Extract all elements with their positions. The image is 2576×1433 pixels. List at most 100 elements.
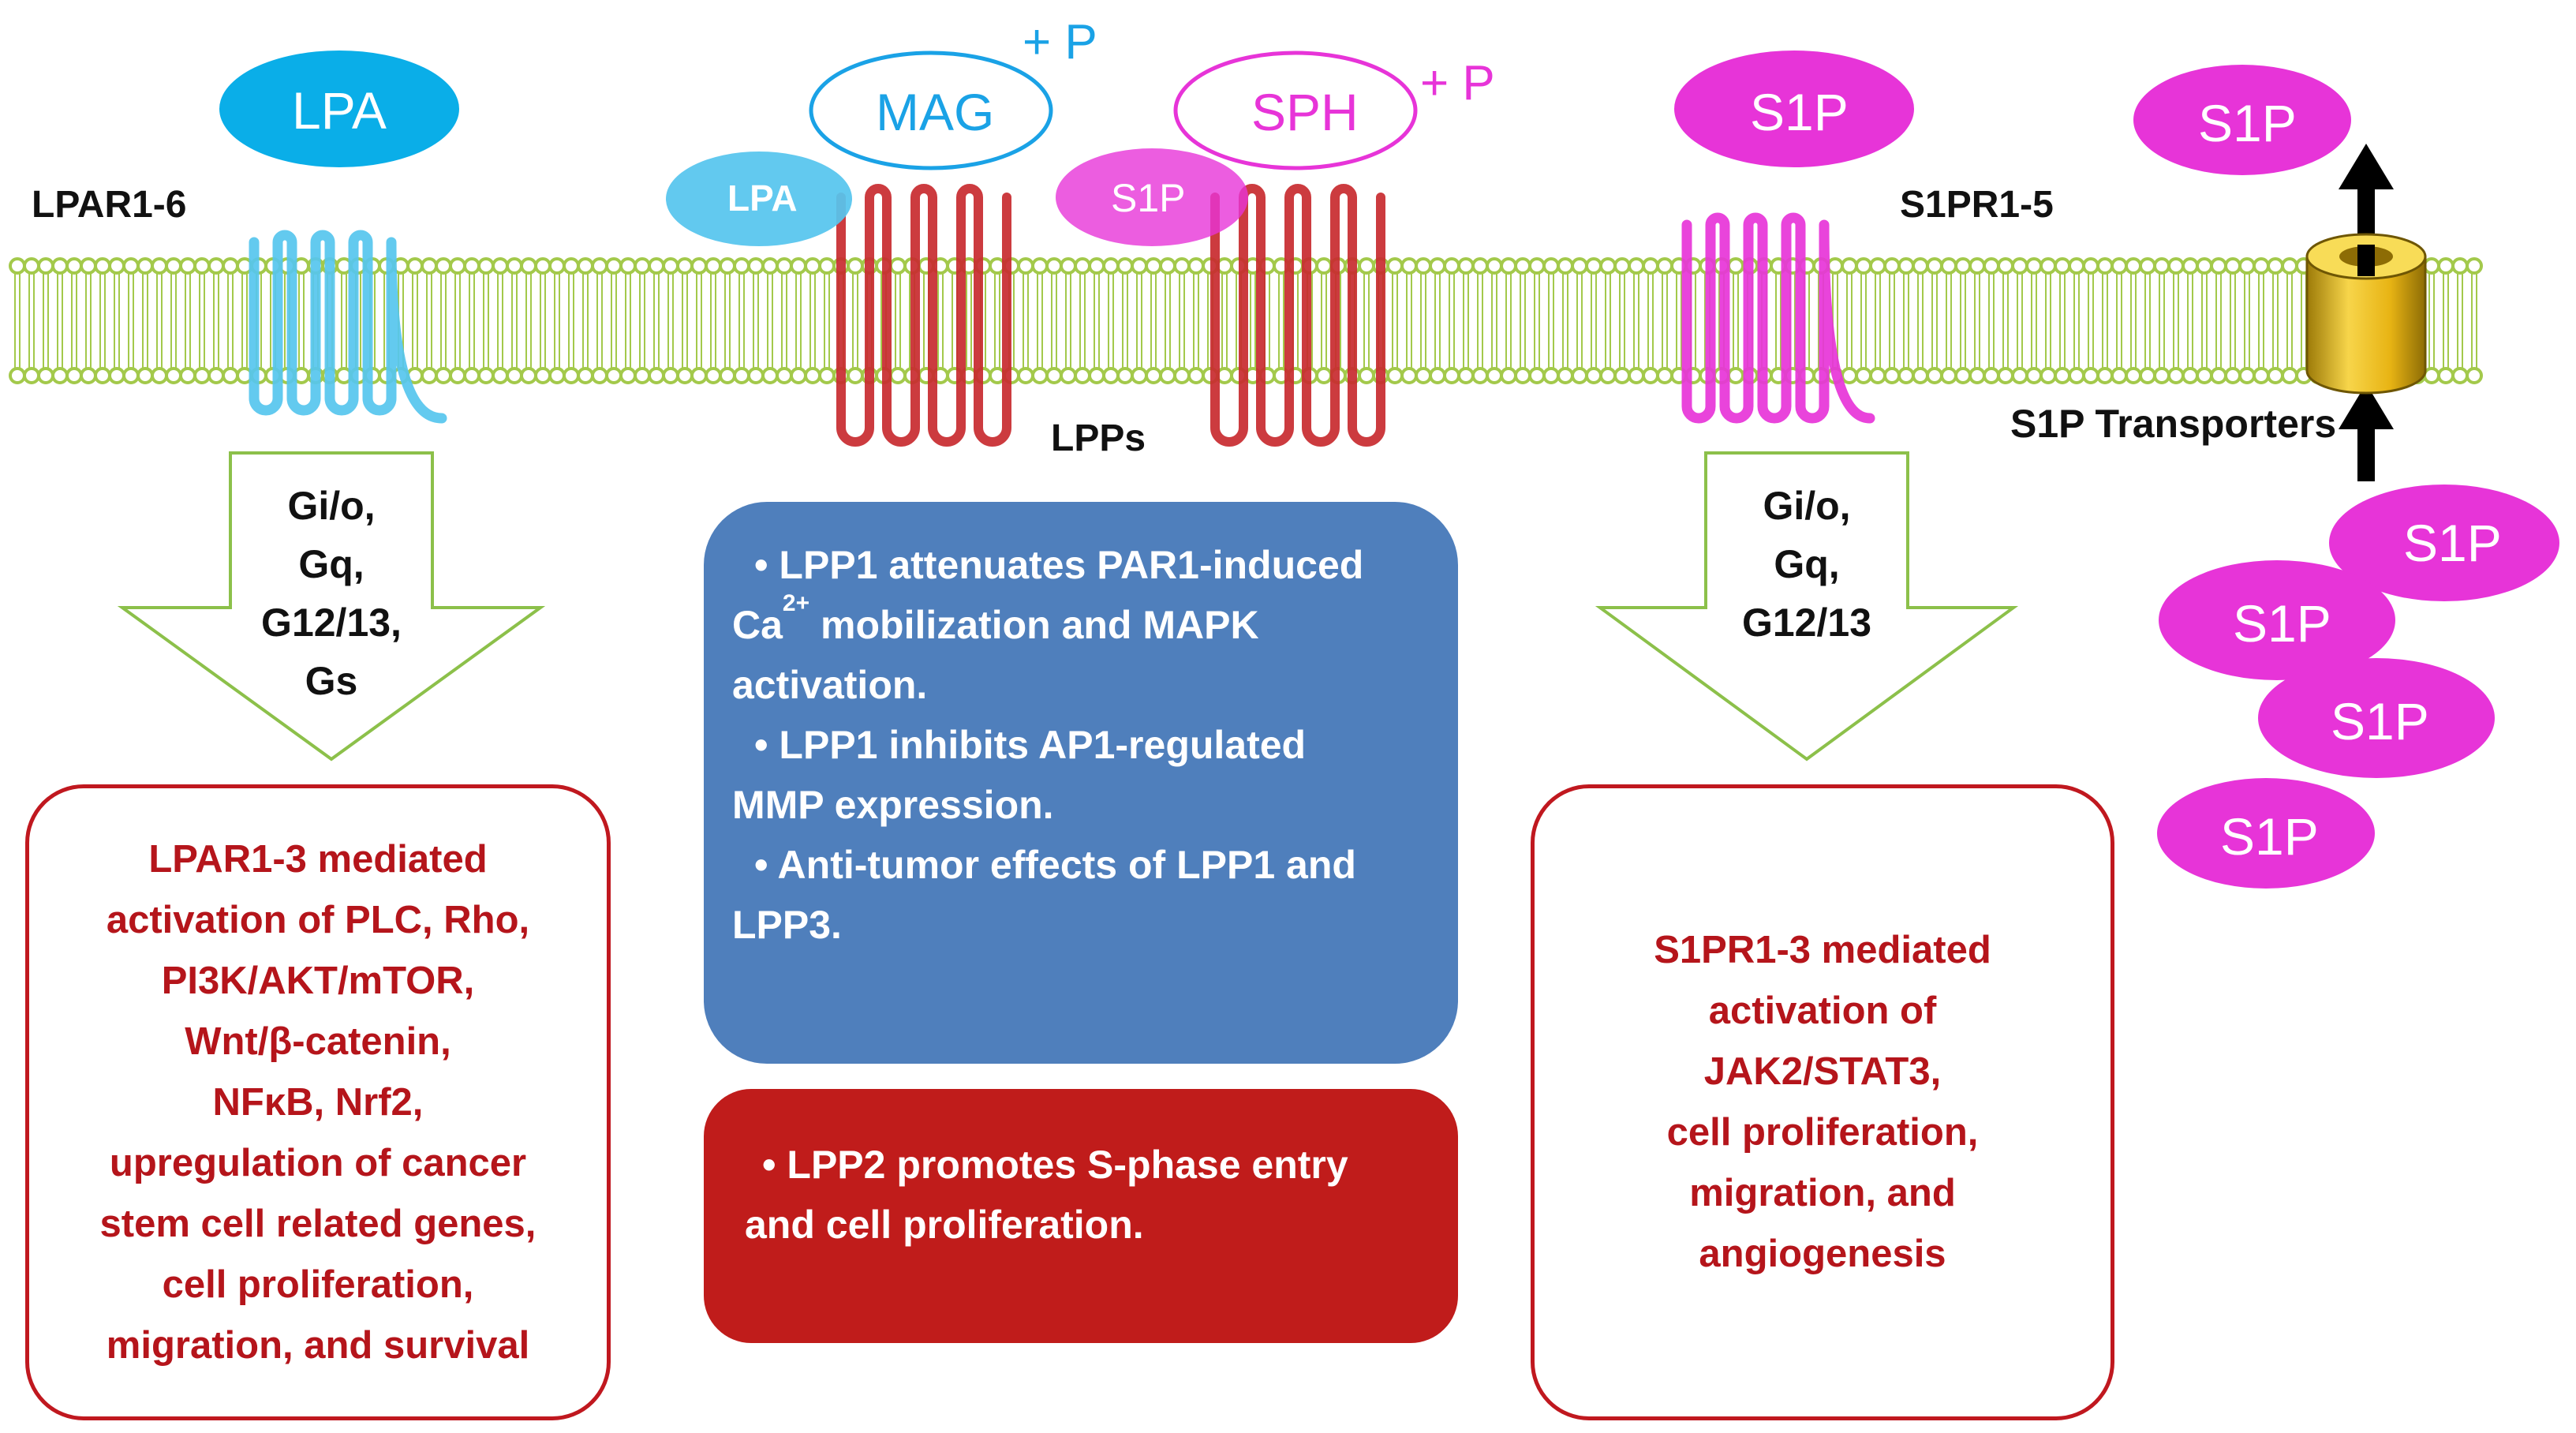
lpp2-info-line: • LPP2 promotes S-phase entry	[762, 1143, 1348, 1187]
lipid-head	[208, 257, 225, 275]
lipid-head	[9, 367, 26, 384]
lipid-head	[1599, 257, 1617, 275]
lipid-head	[1429, 367, 1446, 384]
lipid-head	[1571, 367, 1588, 384]
lipid-head	[1940, 367, 1957, 384]
lipid-head	[65, 257, 83, 275]
s1p-small-label: S1P	[1111, 176, 1186, 220]
mag-phospho-label: + P	[1023, 15, 1097, 69]
sph-phospho-label: + P	[1420, 56, 1495, 110]
lipid-head	[2054, 367, 2071, 384]
lipid-head	[2423, 367, 2440, 384]
lipid-head	[1415, 257, 1432, 275]
lipid-head	[1897, 367, 1915, 384]
lipid-head	[790, 367, 807, 384]
lipid-head	[1457, 367, 1475, 384]
lipid-head	[534, 257, 551, 275]
lipid-head	[2139, 257, 2156, 275]
lipid-head	[1486, 257, 1503, 275]
gprotein-item: Gq,	[298, 542, 365, 586]
lipid-head	[1471, 367, 1489, 384]
lpp-info-line: • LPP1 attenuates PAR1-induced	[754, 543, 1364, 587]
lipid-head	[1358, 367, 1375, 384]
lipid-head	[548, 257, 566, 275]
lipid-head	[889, 257, 907, 275]
sph-ligand-label: SPH	[1251, 83, 1359, 141]
lipid-head	[577, 367, 594, 384]
outcome-line: activation of	[1708, 990, 1937, 1032]
lipid-head	[1613, 367, 1631, 384]
lpar-label: LPAR1-6	[32, 184, 187, 226]
lipid-head	[506, 257, 523, 275]
lipid-head	[179, 367, 196, 384]
calcium-charge: 2+	[782, 590, 810, 616]
lipid-head	[1045, 367, 1063, 384]
lipid-head	[1613, 257, 1631, 275]
lipid-head	[2153, 257, 2170, 275]
lipid-head	[1599, 367, 1617, 384]
lipid-head	[222, 257, 239, 275]
outcome-line: JAK2/STAT3,	[1703, 1050, 1942, 1093]
lipid-head	[761, 257, 779, 275]
lipid-head	[634, 367, 651, 384]
lipid-head	[37, 257, 54, 275]
lipid-head	[2466, 257, 2483, 275]
lipid-head	[2011, 367, 2028, 384]
lipid-head	[563, 367, 580, 384]
export-arrow-head	[2339, 144, 2394, 189]
lipid-head	[2139, 367, 2156, 384]
lipid-head	[51, 367, 69, 384]
lipid-head	[2182, 257, 2199, 275]
lipid-head	[591, 257, 608, 275]
lipid-head	[2068, 257, 2085, 275]
shape-signal-arrow	[1595, 451, 2019, 761]
outcome-line: cell proliferation,	[1666, 1111, 1979, 1154]
s1p-pool-1	[2329, 485, 2559, 601]
lipid-head	[2125, 367, 2142, 384]
lipid-head	[1841, 257, 1858, 275]
lipid-head	[648, 257, 665, 275]
lipid-head	[1031, 257, 1049, 275]
lipid-head	[2224, 257, 2241, 275]
lipid-head	[94, 257, 111, 275]
lipid-head	[2437, 257, 2454, 275]
signal-arrows	[117, 451, 2019, 761]
lipid-head	[1912, 257, 1929, 275]
lipid-head	[705, 367, 722, 384]
lipid-head	[761, 367, 779, 384]
lipid-head	[2451, 257, 2469, 275]
lipid-head	[80, 257, 97, 275]
outcome-line: migration, and survival	[106, 1323, 530, 1367]
lipid-head	[1585, 257, 1602, 275]
lipid-head	[1528, 367, 1546, 384]
outcome-line: NFκB, Nrf2,	[212, 1080, 424, 1124]
lpp2-info-box: • LPP2 promotes S-phase entry and cell p…	[704, 1089, 1458, 1343]
lipid-head	[818, 367, 836, 384]
lipid-head	[1471, 257, 1489, 275]
lipid-head	[2253, 257, 2270, 275]
lipid-head	[1912, 367, 1929, 384]
lipid-head	[662, 367, 679, 384]
lipid-head	[1727, 257, 1744, 275]
s1p-transporters-label: S1P Transporters	[2010, 402, 2337, 446]
lipid-head	[1429, 257, 1446, 275]
lipid-head	[747, 257, 765, 275]
lipid-head	[193, 257, 211, 275]
lipid-head	[1968, 367, 1986, 384]
lipid-head	[463, 367, 480, 384]
lipid-head	[2437, 367, 2454, 384]
s1p-substrate	[1056, 148, 1248, 246]
lipid-head	[790, 257, 807, 275]
lpar-signal-arrow	[117, 451, 546, 761]
lpp-helix-left	[836, 184, 1011, 447]
mag-ligand-label: MAG	[876, 83, 995, 141]
lpp-info-line: Ca2+ mobilization and MAPK	[732, 592, 1426, 655]
transporter-barrel	[2305, 255, 2427, 395]
lipid-head	[179, 257, 196, 275]
lipid-head	[463, 257, 480, 275]
lipid-head	[2039, 257, 2057, 275]
lipid-head	[1514, 367, 1531, 384]
receptor-helices	[249, 184, 1875, 447]
s1p-pool-label-1: S1P	[2403, 514, 2502, 572]
lipid-head	[2096, 367, 2114, 384]
